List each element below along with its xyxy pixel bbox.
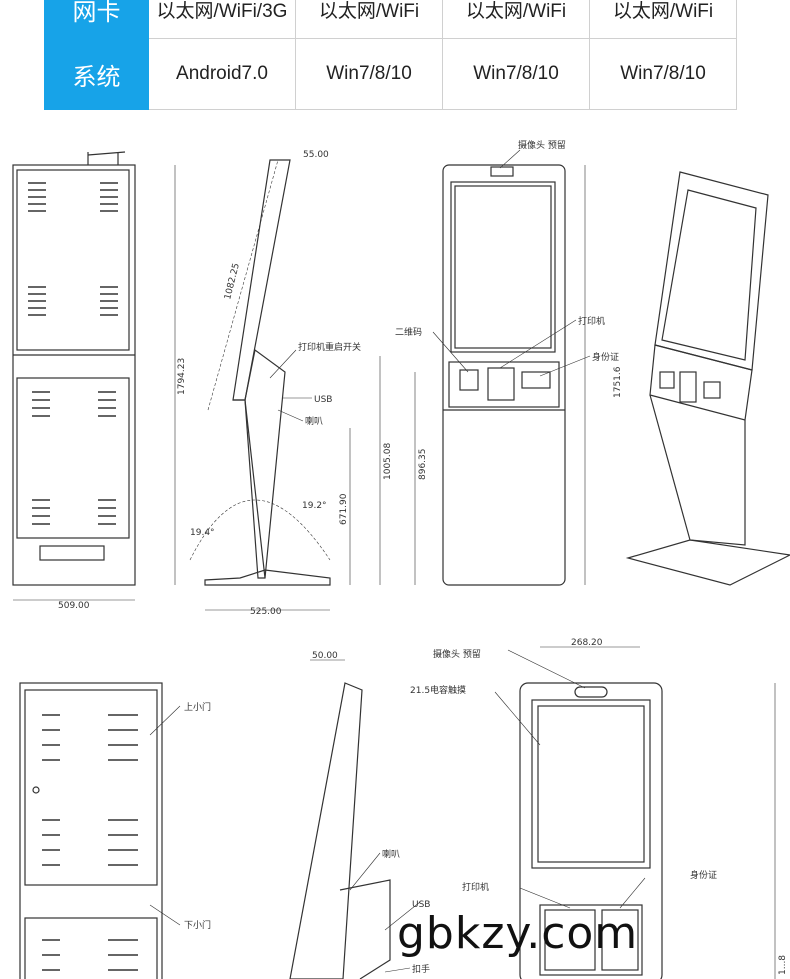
label-printer-reset: 打印机重启开关 (298, 341, 361, 353)
side-view-bottom (289, 659, 391, 979)
dim-bottom-height: 1...8 (778, 955, 788, 975)
cell: Win7/8/10 (442, 38, 590, 110)
table-row: 网卡 以太网/WiFi/3G 以太网/WiFi 以太网/WiFi 以太网/WiF… (44, 0, 737, 39)
cell: 以太网/WiFi (295, 0, 443, 39)
cell: 以太网/WiFi (589, 0, 737, 39)
dim-bottom-offset: 50.00 (312, 651, 338, 661)
dim-h1: 1005.08 (383, 443, 393, 480)
row-header: 系统 (44, 38, 149, 110)
dim-top-offset: 55.00 (303, 150, 329, 160)
dim-back-height: 1794.23 (177, 358, 187, 395)
dim-base-height: 671.90 (339, 493, 349, 525)
dim-back-width: 509.00 (58, 601, 90, 611)
label-touch: 21.5电容触摸 (410, 684, 466, 696)
dim-screen-length: 1082.25 (223, 262, 242, 301)
dim-h3: 1751.6 (613, 366, 623, 398)
back-view (12, 151, 176, 601)
front-view-bottom (519, 646, 776, 979)
side-view (189, 159, 351, 611)
front-view (379, 164, 586, 586)
label-speaker-bottom: 喇叭 (382, 848, 400, 860)
dim-angle-2: 19.2° (302, 501, 327, 511)
label-qr: 二维码 (395, 326, 422, 338)
table-row: 系统 Android7.0 Win7/8/10 Win7/8/10 Win7/8… (44, 38, 737, 110)
dim-angle-1: 19.4° (190, 528, 215, 538)
dim-base-width: 525.00 (250, 607, 282, 617)
dim-h2: 896.35 (418, 449, 428, 481)
cell: 以太网/WiFi/3G (148, 0, 296, 39)
label-usb: USB (314, 395, 332, 405)
label-handle: 扣手 (412, 963, 430, 975)
cell: Win7/8/10 (589, 38, 737, 110)
label-usb-bottom: USB (412, 900, 430, 910)
label-id-card: 身份证 (592, 351, 619, 363)
label-printer-bottom: 打印机 (462, 881, 489, 893)
label-speaker: 喇叭 (305, 415, 323, 427)
label-id-card-bottom: 身份证 (690, 869, 717, 881)
cell: Android7.0 (148, 38, 296, 110)
label-printer: 打印机 (578, 315, 605, 327)
label-camera: 摄像头 预留 (518, 139, 566, 151)
watermark: gbkzy.com (397, 908, 639, 959)
label-upper-door: 上小门 (184, 701, 211, 713)
label-lower-door: 下小门 (184, 919, 211, 931)
label-camera-bottom: 摄像头 预留 (433, 648, 481, 660)
spec-table: 网卡 以太网/WiFi/3G 以太网/WiFi 以太网/WiFi 以太网/WiF… (44, 0, 737, 110)
perspective-view (625, 171, 790, 586)
row-header: 网卡 (44, 0, 149, 39)
dim-camera-width: 268.20 (571, 638, 603, 648)
back-view-bottom (19, 682, 163, 979)
cell: Win7/8/10 (295, 38, 443, 110)
